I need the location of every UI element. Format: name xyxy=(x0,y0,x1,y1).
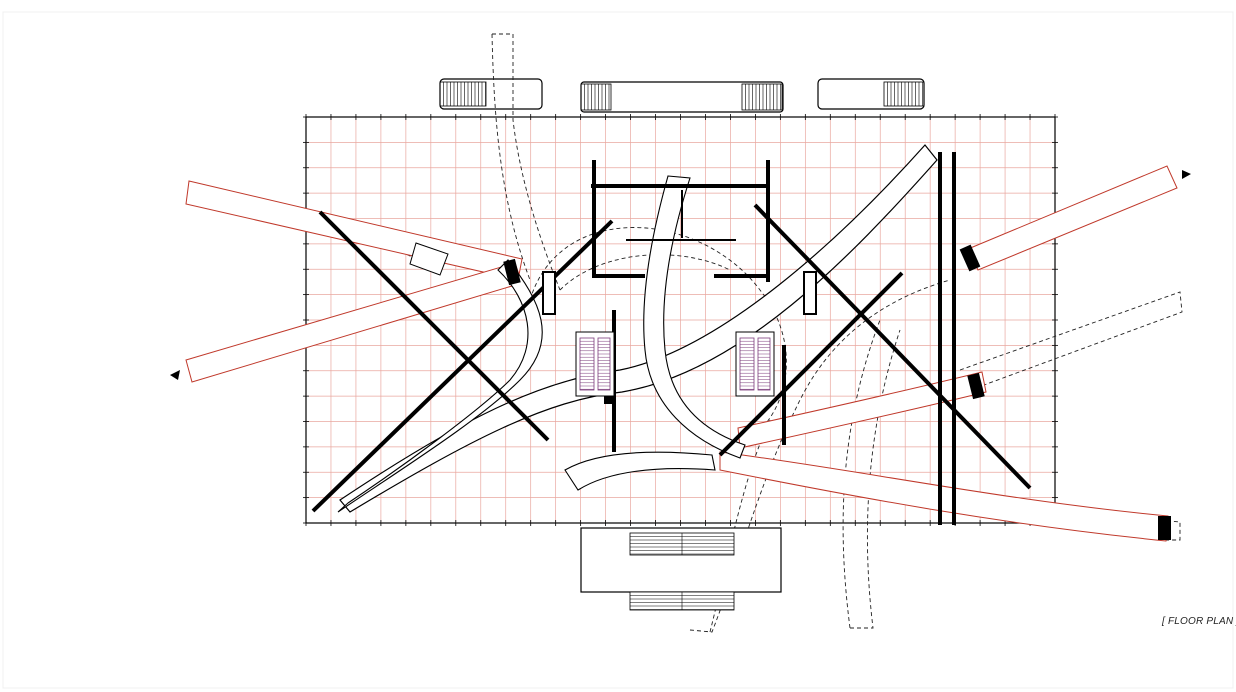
dashed-loop xyxy=(529,227,787,431)
ramp-right-lower xyxy=(737,371,987,449)
stair-hatching xyxy=(580,340,770,390)
stair-narrow-right xyxy=(803,271,817,315)
ramp-center-curve xyxy=(643,175,746,459)
direction-arrows xyxy=(170,170,1191,380)
structural-walls xyxy=(311,152,1032,525)
stair-core-left xyxy=(575,331,615,397)
stair-narrow-left xyxy=(542,271,556,315)
lower-entrance-block xyxy=(580,527,782,611)
ramp-upper-left-slant xyxy=(409,242,449,276)
wall-x-left-b xyxy=(311,219,614,513)
lower-stair-hatching xyxy=(630,533,734,610)
canopy-center xyxy=(580,81,784,113)
wall-x-left-a xyxy=(318,210,550,442)
stair-cores xyxy=(542,271,817,397)
canopy-left xyxy=(439,78,543,110)
ramp-end-left xyxy=(503,258,521,286)
entrance-canopies xyxy=(439,78,925,113)
canopy-right xyxy=(817,78,925,110)
canopy-hatching xyxy=(443,82,923,110)
ramp-end-right-upper xyxy=(959,244,981,272)
ramp-diagonal xyxy=(339,144,938,513)
ramp-bottom-curve xyxy=(564,451,716,491)
ramp-bottom-long xyxy=(719,451,1169,542)
ramp-curve-left xyxy=(337,259,543,513)
ramp-end-right-mid xyxy=(967,372,985,400)
ramps xyxy=(185,144,1178,542)
floor-plan-caption: [ FLOOR PLAN ] xyxy=(1162,616,1236,627)
ramp-end-lower-right xyxy=(1158,516,1171,540)
wall-x-right-b xyxy=(718,271,904,457)
dashed-ramp-top xyxy=(491,33,561,291)
stair-core-right xyxy=(735,331,775,397)
arrow-right xyxy=(1182,170,1191,179)
sheet-border xyxy=(2,11,1234,689)
wall-x-right-a xyxy=(753,203,1032,490)
arrow-left xyxy=(170,370,180,380)
